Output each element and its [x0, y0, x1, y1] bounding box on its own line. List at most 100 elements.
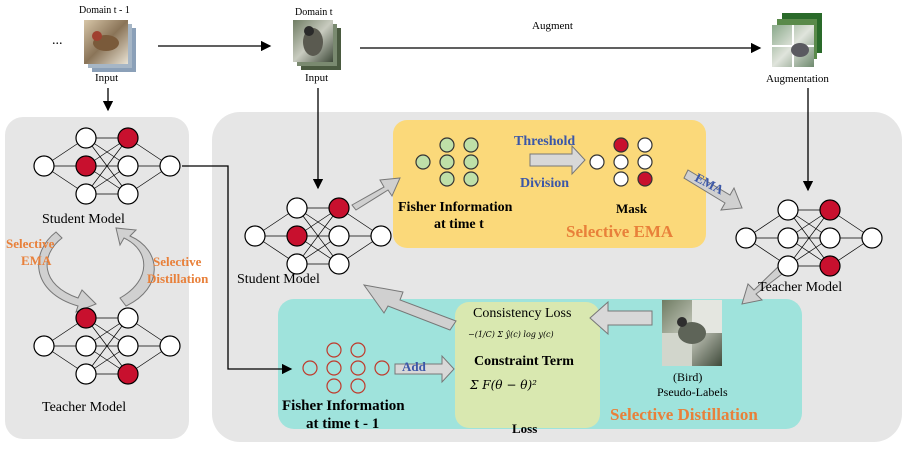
input2-label: Input: [305, 72, 329, 84]
fisher-node: [613, 137, 629, 153]
augmentation-label: Augmentation: [766, 73, 829, 85]
network-node: [117, 127, 139, 149]
network-node: [328, 197, 350, 219]
fisher-node: [637, 154, 653, 170]
fisher-node: [326, 378, 342, 394]
domain-cur-label: Domain t: [295, 7, 333, 18]
fisher-node: [374, 360, 390, 376]
network-node: [75, 307, 97, 329]
main-teacher-label: Teacher Model: [758, 280, 843, 295]
fisher-t1-label-1: Fisher Information: [282, 398, 405, 414]
network-node: [328, 225, 350, 247]
constraint-formula: Σ F(θ − θ)²: [470, 378, 537, 392]
network-node: [861, 227, 883, 249]
selective-distill-label-2: Distillation: [147, 271, 209, 286]
selective-distill-label-1: Selective: [153, 254, 202, 269]
network-node: [159, 155, 181, 177]
fisher-t1-grid: [302, 342, 390, 394]
fisher-node: [463, 171, 479, 187]
input1-label: Input: [95, 72, 119, 84]
fisher-node: [637, 137, 653, 153]
domain-cur-image: [293, 20, 341, 70]
domain-prev-image: [84, 20, 136, 72]
threshold-label: Threshold: [514, 134, 576, 149]
network-node: [819, 227, 841, 249]
network-node: [286, 225, 308, 247]
consistency-loss-label: Consistency Loss: [473, 306, 572, 321]
network-node: [735, 227, 757, 249]
fisher-t-label-1: Fisher Information: [398, 200, 513, 215]
fisher-node: [326, 342, 342, 358]
network-node: [75, 335, 97, 357]
ellipsis: ...: [52, 33, 63, 48]
fisher-node: [302, 360, 318, 376]
left-teacher-label: Teacher Model: [42, 400, 127, 415]
left-student-network: [33, 127, 181, 205]
arrow-threshold: [529, 144, 586, 176]
left-teacher-network: [33, 307, 181, 385]
fisher-node: [439, 154, 455, 170]
fisher-node: [350, 342, 366, 358]
network-node: [117, 183, 139, 205]
fisher-node: [463, 154, 479, 170]
fisher-node: [439, 137, 455, 153]
network-node: [117, 363, 139, 385]
network-node: [777, 255, 799, 277]
fisher-t1-label-2: at time t - 1: [306, 416, 380, 432]
network-node: [33, 335, 55, 357]
network-node: [286, 253, 308, 275]
pseudo-label-image: [662, 300, 722, 366]
fisher-node: [415, 154, 431, 170]
constraint-term-label: Constraint Term: [474, 354, 574, 369]
network-node: [328, 253, 350, 275]
loss-label: Loss: [512, 421, 538, 436]
division-label: Division: [520, 176, 570, 191]
consistency-formula: −(1/C) Σ ŷ(c) log y(c): [468, 330, 554, 339]
main-student-label: Student Model: [237, 272, 320, 287]
fisher-node: [589, 154, 605, 170]
fisher-node: [637, 171, 653, 187]
network-node: [117, 335, 139, 357]
network-node: [244, 225, 266, 247]
arrow-add: [394, 354, 455, 384]
arrow-ema: [683, 169, 743, 211]
fisher-node: [439, 171, 455, 187]
loss-box: [455, 302, 600, 428]
network-node: [286, 197, 308, 219]
mask-grid: [589, 137, 653, 187]
selective-distillation-title: Selective Distillation: [610, 405, 758, 424]
main-teacher-network: [735, 199, 883, 277]
arrow-to-fisher-t1: [182, 165, 293, 375]
arrow-student-to-fisher: [351, 177, 401, 211]
network-node: [75, 363, 97, 385]
network-node: [159, 335, 181, 357]
left-panel: [5, 117, 189, 439]
network-node: [33, 155, 55, 177]
main-student-network: [244, 197, 392, 275]
left-student-label: Student Model: [42, 212, 125, 227]
add-label: Add: [402, 359, 426, 374]
network-node: [75, 155, 97, 177]
selective-ema-title: Selective EMA: [566, 222, 674, 241]
augment-label: Augment: [532, 20, 573, 32]
fisher-t-grid: [415, 137, 479, 187]
arrow-loss-to-student: [362, 284, 457, 331]
arrow-pseudo-to-loss: [589, 300, 653, 336]
bird-label: (Bird): [673, 370, 703, 384]
network-node: [75, 183, 97, 205]
fisher-node: [613, 171, 629, 187]
domain-prev-label: Domain t - 1: [79, 5, 130, 16]
mask-label: Mask: [616, 201, 648, 216]
network-node: [777, 199, 799, 221]
arrow-selective-distillation: [115, 227, 155, 307]
fisher-node: [326, 360, 342, 376]
selective-ema-label-2: EMA: [21, 253, 52, 268]
network-node: [370, 225, 392, 247]
fisher-node: [463, 137, 479, 153]
network-node: [75, 127, 97, 149]
fisher-node: [350, 378, 366, 394]
fisher-node: [613, 154, 629, 170]
pseudo-labels-label: Pseudo-Labels: [657, 385, 728, 399]
